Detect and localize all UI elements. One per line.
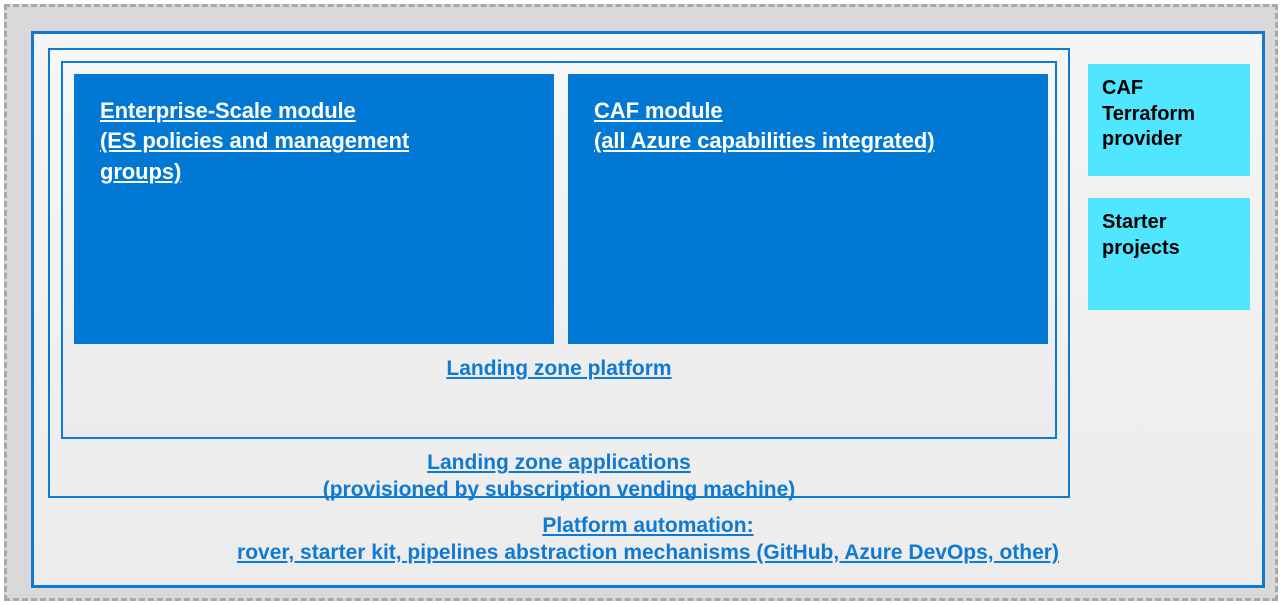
platform-automation-sublabel: rover, starter kit, pipelines abstractio… [237,540,1059,564]
chip-starter-projects[interactable]: Starter projects [1088,198,1250,310]
landing-zone-applications-label: Landing zone applications [427,451,691,474]
outer-dashed-frame: Enterprise-Scale module (ES policies and… [4,4,1278,601]
enterprise-scale-module-card[interactable]: Enterprise-Scale module (ES policies and… [74,74,554,344]
landing-zone-platform-container: Enterprise-Scale module (ES policies and… [61,61,1057,439]
platform-automation-label: Platform automation: [542,514,754,537]
chip-caf-terraform-provider-label: CAF Terraform provider [1102,77,1195,151]
landing-zone-applications-container: Enterprise-Scale module (ES policies and… [48,48,1070,501]
caf-module-subtitle-line-1: (all Azure capabilities integrated) [594,128,935,154]
landing-zone-applications-caption: Landing zone applications (provisioned b… [50,450,1068,504]
landing-zone-applications-sublabel: (provisioned by subscription vending mac… [322,477,796,501]
chip-starter-projects-label: Starter projects [1102,211,1180,259]
enterprise-scale-module-subtitle-line-2: groups) [100,158,182,184]
sidebar-chip-group: CAF Terraform provider Starter projects [1084,48,1254,498]
enterprise-scale-module-subtitle-line-1: (ES policies and management [100,128,410,154]
platform-automation-container: Enterprise-Scale module (ES policies and… [31,31,1265,588]
module-row: Enterprise-Scale module (ES policies and… [74,74,1048,344]
landing-zone-platform-label: Landing zone platform [446,357,672,380]
caf-module-card[interactable]: CAF module (all Azure capabilities integ… [568,74,1048,344]
chip-caf-terraform-provider[interactable]: CAF Terraform provider [1088,64,1250,176]
landing-zone-platform-caption: Landing zone platform [63,356,1055,383]
caf-module-title: CAF module [594,98,723,123]
enterprise-scale-module-title: Enterprise-Scale module [100,98,356,123]
platform-automation-caption: Platform automation: rover, starter kit,… [34,513,1262,567]
